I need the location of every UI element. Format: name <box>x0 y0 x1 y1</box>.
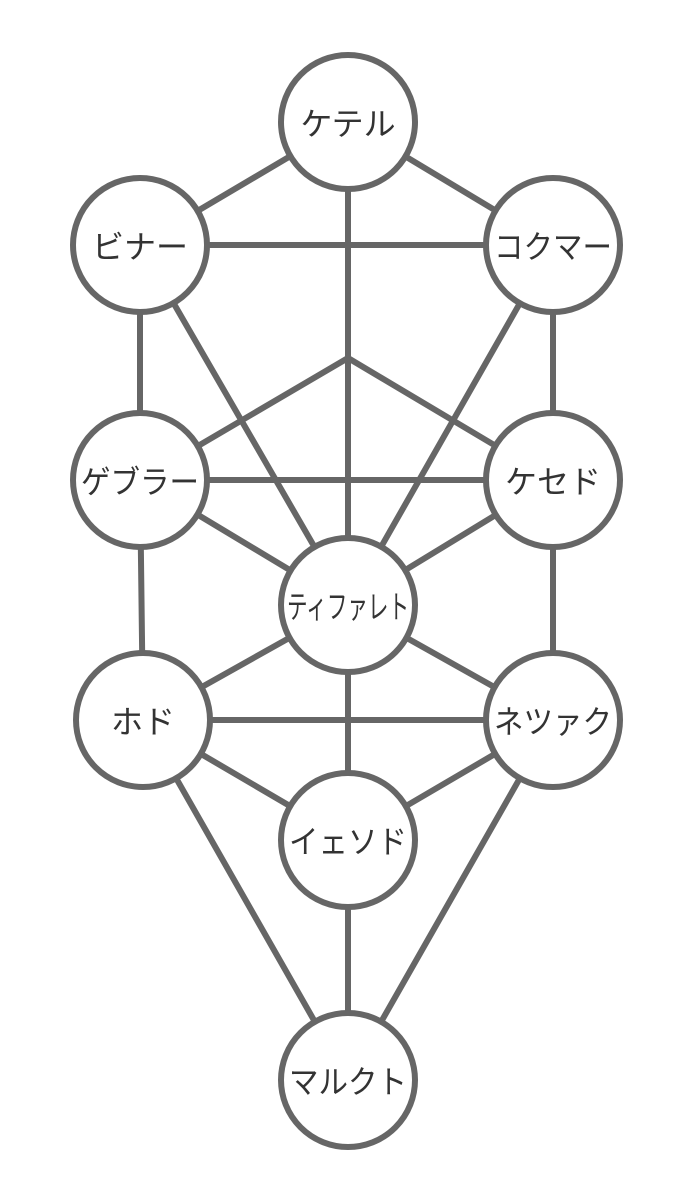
node-label: ホド <box>111 703 175 741</box>
node-circle <box>73 650 213 790</box>
node-netzach: ネツァク <box>483 650 623 790</box>
node-label: ネツァク <box>494 703 612 741</box>
node-chokmah: コクマー <box>483 175 623 315</box>
node-chesed: ケセド <box>483 410 623 550</box>
node-label: ゲブラー <box>81 463 199 501</box>
node-label: マルクト <box>289 1063 407 1101</box>
node-label: ティファレト <box>287 588 409 626</box>
node-circle <box>278 52 418 192</box>
node-hod: ホド <box>73 650 213 790</box>
node-circle <box>483 650 623 790</box>
node-circle <box>483 175 623 315</box>
node-yesod: イェソド <box>278 770 418 910</box>
node-label: イェソド <box>289 823 407 861</box>
node-keter: ケテル <box>278 52 418 192</box>
node-label: ビナー <box>92 228 188 266</box>
node-gevurah: ゲブラー <box>70 410 210 550</box>
node-circle <box>70 175 210 315</box>
node-circle <box>70 410 210 550</box>
node-circle <box>278 770 418 910</box>
node-circle <box>483 410 623 550</box>
node-binah: ビナー <box>70 175 210 315</box>
node-label: ケテル <box>300 105 395 143</box>
node-malkuth: マルクト <box>278 1010 418 1150</box>
node-circle <box>278 1010 418 1150</box>
node-label: コクマー <box>494 228 612 266</box>
node-tiferet: ティファレト <box>278 535 418 675</box>
node-label: ケセド <box>505 463 601 501</box>
node-circle <box>278 535 418 675</box>
